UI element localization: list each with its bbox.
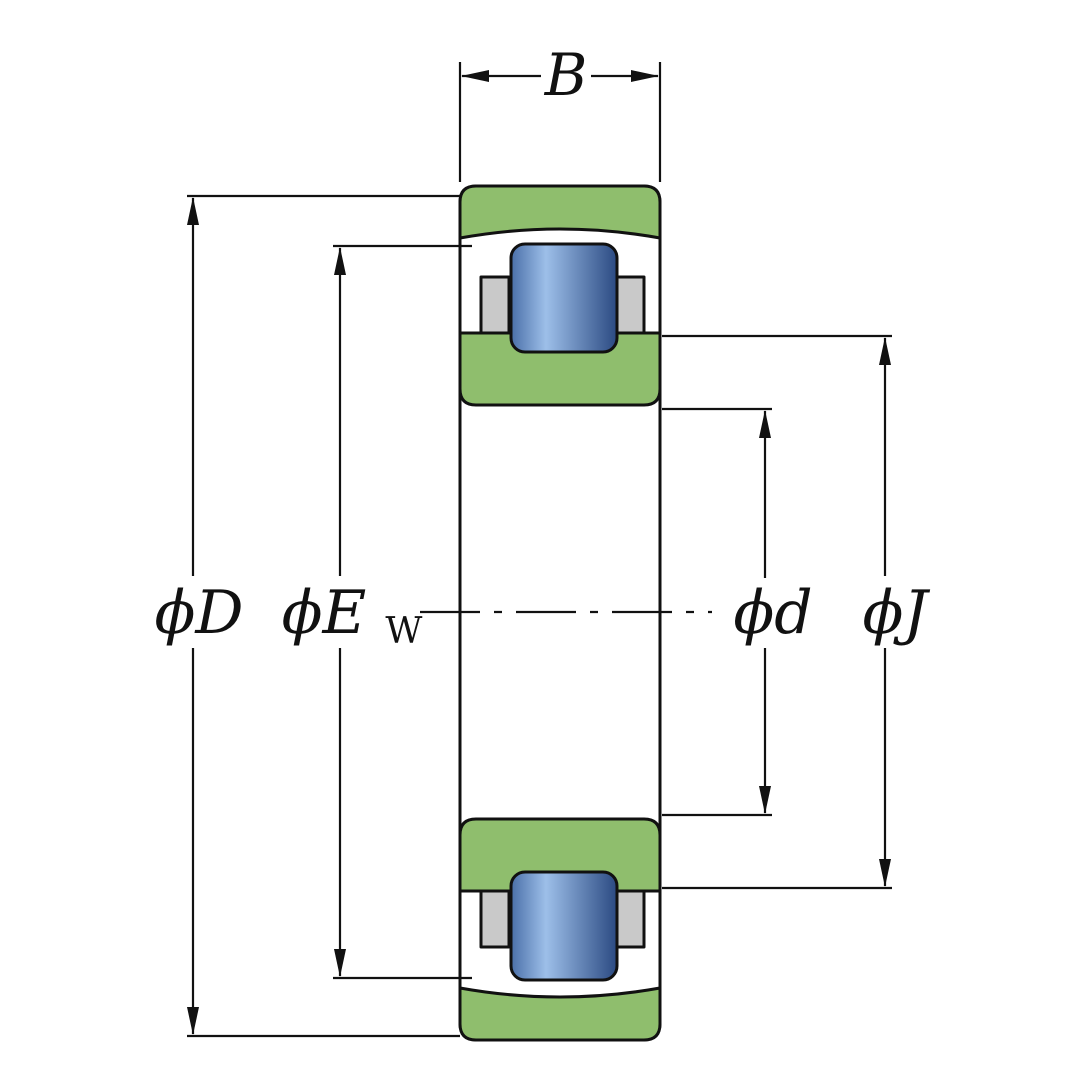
dimension-E: ϕE W <box>282 244 472 980</box>
label-phi-d: ϕd <box>733 578 812 648</box>
dimension-d: ϕd <box>662 407 813 817</box>
outer-ring-section-bottom <box>458 986 662 1042</box>
dimension-D: ϕD <box>154 194 460 1038</box>
arrowhead-J-bottom <box>879 859 891 887</box>
cage-segment-bottom-right <box>614 889 646 949</box>
label-B: B <box>544 41 588 109</box>
arrowhead-B-left <box>461 70 489 82</box>
arrowhead-D-top <box>187 197 199 225</box>
label-phi-E-subscript: W <box>385 611 422 652</box>
label-phi-D: ϕD <box>154 578 243 648</box>
cage-segment-bottom-left <box>479 889 511 949</box>
outer-ring-section-top <box>458 184 662 240</box>
arrowhead-E-top <box>334 247 346 275</box>
label-phi-J: ϕJ <box>863 578 931 648</box>
dimension-J: ϕJ <box>662 334 931 890</box>
arrowhead-E-bottom <box>334 949 346 977</box>
arrowhead-B-right <box>631 70 659 82</box>
label-phi-E-main: ϕE <box>282 578 367 648</box>
roller-top <box>509 242 619 354</box>
label-phi-E: ϕE W <box>282 578 423 652</box>
cage-segment-top-left <box>479 275 511 335</box>
cage-segment-top-right <box>614 275 646 335</box>
arrowhead-d-bottom <box>759 786 771 814</box>
roller-bottom <box>509 870 619 982</box>
arrowhead-D-bottom <box>187 1007 199 1035</box>
arrowhead-d-top <box>759 410 771 438</box>
dimension-B: B <box>458 41 662 182</box>
arrowhead-J-top <box>879 337 891 365</box>
